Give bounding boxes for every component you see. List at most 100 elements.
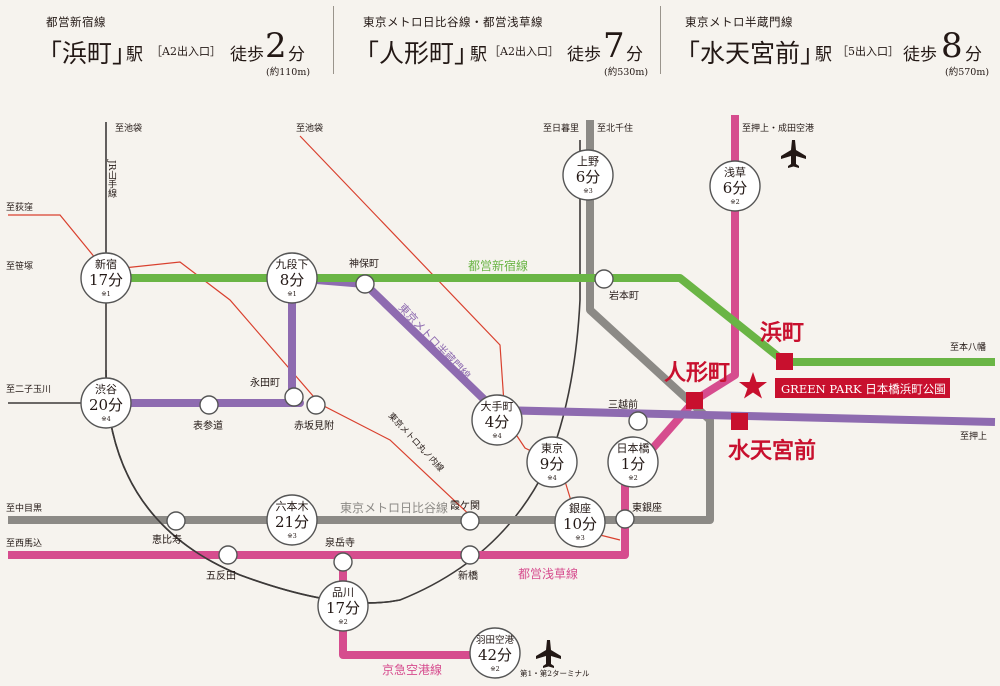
station-circle — [709, 160, 761, 212]
station-name: 「水天宮前」 — [675, 39, 826, 68]
walk-distance: (約110m) — [266, 67, 311, 78]
route-note: ※4 — [101, 415, 111, 423]
minutes-unit: 分 — [288, 45, 305, 65]
station-name: 日本橋 — [617, 441, 650, 455]
line-label-keikyu: 京急空港線 — [382, 662, 442, 677]
travel-time: 10分 — [563, 515, 597, 533]
station-circle — [471, 394, 523, 446]
station-label: 神保町 — [349, 257, 379, 270]
station-label: 泉岳寺 — [325, 536, 355, 549]
line-name: 東京メトロ半蔵門線 — [685, 15, 793, 29]
station-gotanda — [218, 545, 238, 565]
station-marker-suitengumae — [731, 413, 748, 430]
access-header-ningyocho: 東京メトロ日比谷線・都営浅草線 「人形町」 駅 ［A2出入口］ 徒歩 7 分 (… — [336, 0, 656, 82]
minutes-unit: 分 — [626, 45, 643, 65]
station-name-hamacho: 浜町 — [760, 320, 804, 346]
direction-ikebukuro: 至池袋 — [296, 122, 323, 134]
station-name: 品川 — [332, 586, 354, 599]
access-header-hamacho: 都営新宿線 「浜町」 駅 ［A2出入口］ 徒歩 2 分 (約110m) — [0, 0, 330, 82]
station-name: 九段下 — [276, 257, 309, 271]
station-circle — [607, 436, 659, 488]
marunouchi-line — [8, 214, 476, 521]
travel-time: 6分 — [576, 168, 601, 186]
station-name: 「人形町」 — [354, 39, 480, 68]
station-label: 恵比寿 — [152, 533, 182, 546]
route-note: ※2 — [490, 665, 500, 673]
direction-nakameguro: 至中目黒 — [6, 502, 42, 514]
walk-label: 徒歩 — [567, 45, 601, 65]
direction-sasazuka: 至笹塚 — [6, 260, 33, 272]
route-note: ※3 — [287, 532, 297, 540]
walk-label: 徒歩 — [903, 45, 937, 65]
station-omotesando — [199, 395, 219, 415]
airplane-icon — [781, 140, 806, 168]
station-name: 大手町 — [481, 399, 514, 413]
station-label: 岩本町 — [609, 289, 639, 302]
direction-oshiage: 至押上 — [960, 430, 987, 442]
travel-time: 1分 — [621, 455, 646, 473]
station-label: 表参道 — [193, 419, 223, 432]
station-nagatacho — [284, 387, 304, 407]
walk-distance: (約570m) — [945, 67, 990, 78]
station-label: 赤坂見附 — [294, 419, 334, 432]
eki-label: 駅 — [815, 45, 832, 65]
direction-futakotamagawa: 至二子玉川 — [6, 384, 51, 395]
station-label: 新橋 — [458, 569, 478, 582]
station-label: 霞ケ関 — [450, 500, 480, 512]
header-divider — [333, 6, 334, 74]
station-marker-hamacho — [776, 353, 793, 370]
eki-label: 駅 — [470, 45, 487, 65]
route-note: ※2 — [730, 198, 740, 206]
walk-minutes: 8 — [941, 26, 963, 66]
station-name-suitengumae: 水天宮前 — [728, 438, 816, 464]
line-name: 東京メトロ日比谷線・都営浅草線 — [363, 15, 543, 29]
station-ebisu — [166, 511, 186, 531]
travel-time: 9分 — [540, 455, 565, 473]
route-note: ※2 — [628, 474, 638, 482]
station-name: 新宿 — [95, 257, 117, 271]
direction-kitasenju: 至北千住 — [597, 122, 633, 134]
station-circle — [80, 377, 132, 429]
header-divider — [660, 6, 661, 74]
station-name: 上野 — [577, 155, 599, 168]
station-circle — [554, 496, 606, 548]
station-name: 浅草 — [724, 166, 746, 179]
station-name-ningyocho: 人形町 — [664, 360, 730, 386]
station-circle — [80, 252, 132, 304]
station-circle — [266, 494, 318, 546]
station-name: 渋谷 — [95, 383, 117, 396]
asakusa-line — [8, 115, 739, 559]
route-note: ※4 — [492, 432, 502, 440]
walk-label: 徒歩 — [230, 45, 264, 65]
station-circle — [317, 580, 369, 632]
property-name: GREEN PARK 日本橋浜町公園 — [781, 382, 946, 396]
station-label: 三越前 — [608, 398, 638, 411]
line-name: 都営新宿線 — [46, 15, 106, 29]
travel-time: 6分 — [723, 179, 748, 197]
station-name: 羽田空港 — [476, 634, 515, 646]
station-shimbashi — [460, 545, 480, 565]
station-marker-ningyocho — [686, 392, 703, 409]
route-note: ※3 — [583, 187, 593, 195]
direction-ikebukuro: 至池袋 — [115, 122, 142, 134]
route-note: ※2 — [338, 618, 348, 626]
walk-minutes: 2 — [265, 26, 287, 66]
direction-nippori: 至日暮里 — [543, 122, 579, 134]
travel-time: 42分 — [478, 646, 512, 664]
route-note: ※1 — [101, 290, 111, 298]
line-label-hanzomon: 東京メトロ半蔵門線 — [396, 300, 474, 382]
access-header-suitengumae: 東京メトロ半蔵門線 「水天宮前」 駅 ［5出入口］ 徒歩 8 分 (約570m) — [663, 0, 1000, 82]
line-label-hibiya: 東京メトロ日比谷線 — [340, 500, 448, 515]
travel-time: 8分 — [280, 271, 305, 289]
